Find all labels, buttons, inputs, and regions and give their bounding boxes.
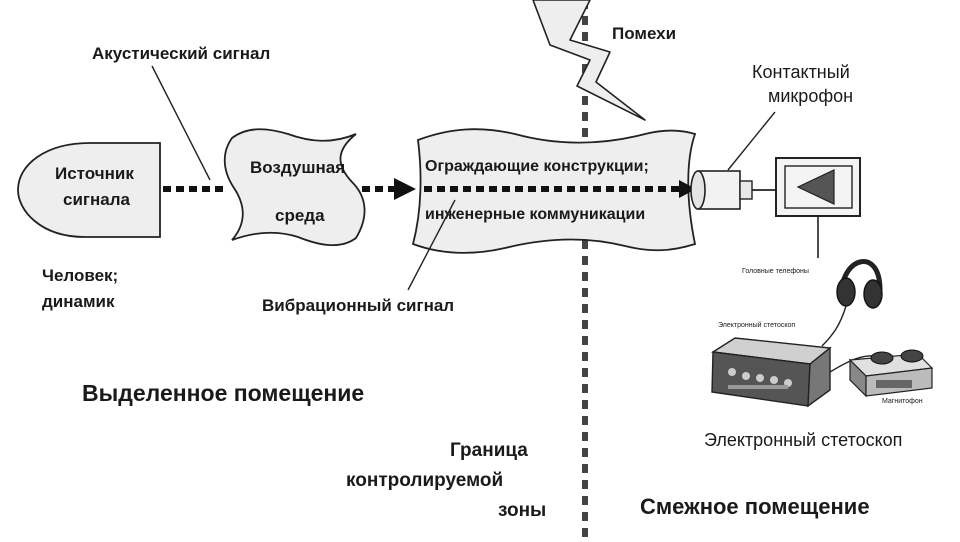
- vibration-signal-label: Вибрационный сигнал: [262, 296, 455, 315]
- acoustic-arrowhead: [394, 178, 416, 200]
- structures-label-line2: инженерные коммуникации: [425, 206, 646, 223]
- contact-mic-label-line1: Контактный: [752, 62, 850, 82]
- acoustic-leader-line: [151, 65, 211, 181]
- human-label-line1: Человек;: [42, 266, 119, 285]
- tape-recorder-icon: [848, 349, 934, 398]
- contact-mic-leader-line: [727, 111, 776, 171]
- structures-label-line1: Ограждающие конструкции;: [425, 158, 649, 175]
- signal-source-shape: [17, 142, 161, 238]
- boundary-label-line1: Граница: [450, 440, 528, 461]
- contact-mic-label-line2: микрофон: [768, 86, 854, 106]
- source-label-line2: сигнала: [63, 190, 130, 209]
- adjacent-room-label: Смежное помещение: [640, 494, 870, 519]
- stethoscope-unit-icon: [710, 337, 832, 408]
- acoustic-signal-label: Акустический сигнал: [92, 44, 271, 63]
- headphones-icon: [821, 259, 883, 347]
- vibration-arrowhead: [679, 180, 696, 198]
- dedicated-room-label: Выделенное помещение: [82, 380, 365, 406]
- contact-microphone-icon: [690, 170, 776, 210]
- human-label-line2: динамик: [42, 292, 115, 311]
- boundary-label-line3: зоны: [498, 500, 547, 521]
- stethoscope-caption: Электронный стетоскоп: [704, 430, 903, 450]
- amplifier-icon: [775, 157, 861, 217]
- interference-label: Помехи: [612, 24, 677, 43]
- boundary-label-line2: контролируемой: [346, 470, 504, 491]
- air-label-line2: среда: [275, 206, 325, 225]
- stethoscope-unit-label: Электронный стетоскоп: [718, 322, 796, 329]
- vibration-leader-line: [407, 199, 456, 291]
- headphones-label: Головные телефоны: [742, 268, 809, 275]
- recorder-label: Магнитофон: [882, 398, 923, 405]
- interference-lightning-icon: [532, 0, 646, 121]
- air-medium-shape: [223, 128, 366, 247]
- source-label-line1: Источник: [55, 164, 134, 183]
- air-label-line1: Воздушная: [250, 158, 346, 177]
